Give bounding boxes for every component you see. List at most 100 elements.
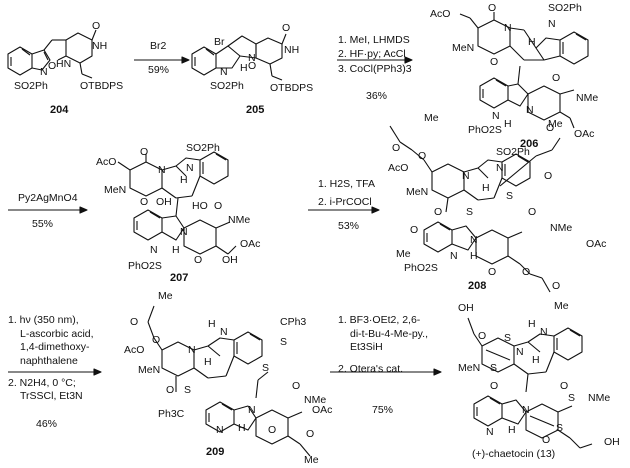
- label-n-206d: N: [492, 110, 500, 122]
- conditions-step1: Br2: [150, 40, 166, 54]
- c208-benzene-bottom: [423, 221, 453, 253]
- c206-benzene-top: [559, 31, 589, 65]
- label-me-208d: Me: [554, 300, 569, 312]
- label-o-209d: O: [292, 380, 301, 392]
- label-phso2n-207: PhO2S: [128, 260, 162, 272]
- reagent-line: Br2: [150, 40, 167, 52]
- label-o-208h: O: [522, 266, 531, 278]
- compound-206: 206: [520, 138, 539, 150]
- label-n-205a: N: [220, 66, 228, 78]
- reagent-line: 1,4-dimethoxy-: [20, 341, 90, 354]
- label-so2ph-205: SO2Ph: [210, 80, 244, 92]
- label-n-208d: N: [450, 250, 458, 262]
- c206-benzene-bottom: [479, 77, 509, 109]
- yield-step4: 53%: [338, 220, 360, 232]
- label-s-208b: S: [506, 190, 514, 202]
- reagent-line: Py2AgMnO4: [18, 192, 78, 204]
- label-otbdps-204: OTBDPS: [80, 80, 124, 92]
- label-aco-207: AcO: [96, 156, 117, 168]
- conditions-step6: 1. BF3·OEt2, 2,6- di-t-Bu-4-Me-py., Et3S…: [338, 314, 428, 377]
- label-so2ph-208: SO2Ph: [496, 146, 530, 158]
- label-h-209c: H: [238, 422, 246, 434]
- conditions-step3: Py2AgMnO4: [18, 192, 78, 206]
- label-h-208b: H: [470, 250, 478, 262]
- label-men-209: MeN: [138, 364, 161, 376]
- label-n-208a: N: [496, 162, 504, 174]
- c204-pyrrole: [31, 49, 51, 71]
- label-h-206b: H: [504, 118, 512, 130]
- label-otbdps-205: OTBDPS: [270, 82, 314, 94]
- label-so2ph-204: SO2Ph: [14, 80, 48, 92]
- c209-benzene-top: [233, 331, 263, 365]
- c208-dkp-bottom: [475, 229, 509, 265]
- label-aco-208: AcO: [388, 162, 409, 174]
- reagent-line: 1. MeI, LHMDS: [338, 34, 410, 46]
- label-oh-207b: OH: [222, 254, 238, 266]
- conditions-step4: 1. H2S, TFA 2. i-PrCOCl: [318, 178, 375, 209]
- label-phso2n-208: PhO2S: [404, 262, 438, 274]
- c205-dkp: [255, 37, 283, 65]
- label-s-209b: S: [262, 362, 270, 374]
- label-s-209a: S: [280, 336, 288, 348]
- label-me-209: Me: [158, 290, 173, 302]
- reagent-line: naphthalene: [20, 354, 78, 367]
- reagent-line: 2. i-PrCOCl: [318, 195, 372, 208]
- label-n-208c: N: [470, 234, 478, 246]
- label-o-208c: O: [544, 170, 553, 182]
- label-oh-chaetocin-b: OH: [604, 436, 620, 448]
- yield-step6: 75%: [372, 404, 394, 416]
- label-o-chaetocin-d: O: [542, 434, 551, 446]
- label-s-chaetocin-d: S: [556, 422, 564, 434]
- label-s-chaetocin-a: S: [504, 332, 512, 344]
- compound-209: 209: [206, 446, 225, 458]
- label-n-207d: N: [150, 244, 158, 256]
- label-o-209e: O: [268, 424, 277, 436]
- label-nh-205: NH: [284, 44, 300, 56]
- label-o-209f: O: [306, 428, 315, 440]
- label-aco-206: AcO: [430, 8, 451, 20]
- label-ph3c-209: Ph3C: [158, 408, 185, 420]
- reagent-line: 2. N2H4, 0 °C;: [8, 376, 76, 389]
- label-nme-207: NMe: [228, 214, 251, 226]
- label-o-204a: O: [92, 20, 101, 32]
- label-o-206d: O: [546, 122, 555, 134]
- label-n-207c: N: [180, 226, 188, 238]
- label-h-chaetocin-b: H: [532, 354, 540, 366]
- label-n-206b: N: [504, 22, 512, 34]
- reagent-line: Et3SiH: [350, 341, 383, 354]
- c207-benzene-bottom: [133, 209, 163, 241]
- label-o-208b: O: [418, 150, 427, 162]
- label-oac-206: OAc: [574, 128, 595, 140]
- label-n-207a: N: [186, 162, 194, 174]
- label-me-209b: Me: [304, 454, 319, 466]
- label-nme-chaetocin: NMe: [588, 392, 611, 404]
- label-o-205b: O: [248, 60, 257, 72]
- c207-benzene-top: [199, 151, 229, 185]
- label-n-206a: N: [548, 18, 556, 30]
- label-aco-209: AcO: [124, 344, 145, 356]
- label-h-207a: H: [180, 174, 188, 186]
- label-n-204: N: [40, 66, 48, 78]
- label-o-207c: O: [214, 200, 223, 212]
- label-men-chaetocin: MeN: [458, 362, 481, 374]
- label-s-209c: S: [184, 384, 192, 396]
- chaetocin-benzene-top: [553, 327, 583, 361]
- label-s-208a: S: [466, 206, 474, 218]
- label-s-chaetocin-b: S: [490, 362, 498, 374]
- label-h-209b: H: [204, 356, 212, 368]
- label-o-208i: O: [552, 280, 561, 292]
- label-ho-207: HO: [192, 200, 208, 212]
- label-o-chaetocin-b: O: [490, 380, 499, 392]
- label-so2ph-206a: SO2Ph: [548, 2, 582, 14]
- conditions-step2: 1. MeI, LHMDS 2. HF·py; AcCl 3. CoCl(PPh…: [338, 34, 412, 77]
- label-o-207a: O: [140, 146, 149, 158]
- label-br-205: Br: [214, 36, 225, 48]
- label-s-chaetocin-c: S: [568, 392, 576, 404]
- reagent-line: TrSSCl, Et3N: [20, 390, 83, 403]
- reagent-line: 3. CoCl(PPh3)3: [338, 63, 412, 76]
- label-me-208c: Me: [396, 248, 411, 260]
- label-nme-208: NMe: [550, 222, 573, 234]
- label-men-206: MeN: [452, 42, 475, 54]
- label-h-207b: H: [172, 244, 180, 256]
- reagent-line: L-ascorbic acid,: [20, 327, 94, 340]
